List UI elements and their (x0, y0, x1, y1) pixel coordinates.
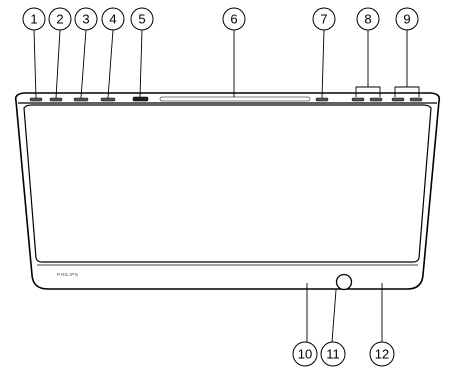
top-buttons (29, 96, 423, 102)
callout-label-5: 5 (138, 12, 145, 27)
leader-3 (80, 29, 87, 99)
button-7 (315, 97, 329, 102)
callout-labels: 1 2 3 4 5 6 7 8 9 10 11 12 (30, 12, 410, 362)
button-8a (351, 97, 365, 102)
callout-label-7: 7 (320, 12, 327, 27)
leader-11 (331, 289, 337, 343)
button-5 (132, 96, 149, 102)
callouts (22, 7, 419, 367)
callout-circle-5 (130, 7, 154, 31)
callout-label-4: 4 (109, 12, 116, 27)
center-sensor (335, 273, 353, 291)
button-2 (49, 97, 63, 102)
callout-label-1: 1 (30, 12, 37, 27)
callout-circle-4 (101, 7, 125, 31)
callout-label-9: 9 (403, 12, 410, 27)
callout-label-3: 3 (82, 12, 89, 27)
callout-circle-7 (312, 7, 336, 31)
speaker-body: PHILIPS (14, 92, 441, 291)
front-grille (23, 104, 432, 263)
callout-label-2: 2 (56, 12, 63, 27)
leader-1 (33, 29, 37, 99)
button-9a (391, 97, 405, 102)
callout-circle-6 (222, 7, 246, 31)
callout-circle-2 (48, 7, 72, 31)
speaker-shell (14, 92, 441, 290)
callout-circle-9 (395, 7, 419, 31)
callout-circle-11 (320, 341, 346, 367)
leader-lines (33, 29, 420, 343)
button-9b (409, 97, 423, 102)
leader-8 (355, 30, 381, 97)
callout-label-12: 12 (375, 347, 389, 362)
leader-4 (107, 29, 114, 99)
button-4 (100, 97, 116, 102)
callout-circle-12 (369, 341, 395, 367)
callout-label-8: 8 (364, 12, 371, 27)
leader-7 (321, 29, 325, 99)
leader-9 (394, 30, 420, 97)
brand-label: PHILIPS (57, 272, 78, 277)
callout-circle-3 (74, 7, 98, 31)
callout-circle-8 (356, 7, 380, 31)
leader-5 (139, 29, 143, 98)
button-8b (369, 97, 383, 102)
callout-circle-10 (292, 341, 318, 367)
callout-label-11: 11 (326, 347, 340, 362)
callout-label-10: 10 (298, 347, 312, 362)
leader-2 (55, 29, 61, 99)
callout-label-6: 6 (230, 12, 237, 27)
button-3 (73, 97, 89, 102)
button-1 (29, 97, 43, 102)
dock-slot (159, 96, 311, 102)
callout-circle-1 (22, 7, 46, 31)
